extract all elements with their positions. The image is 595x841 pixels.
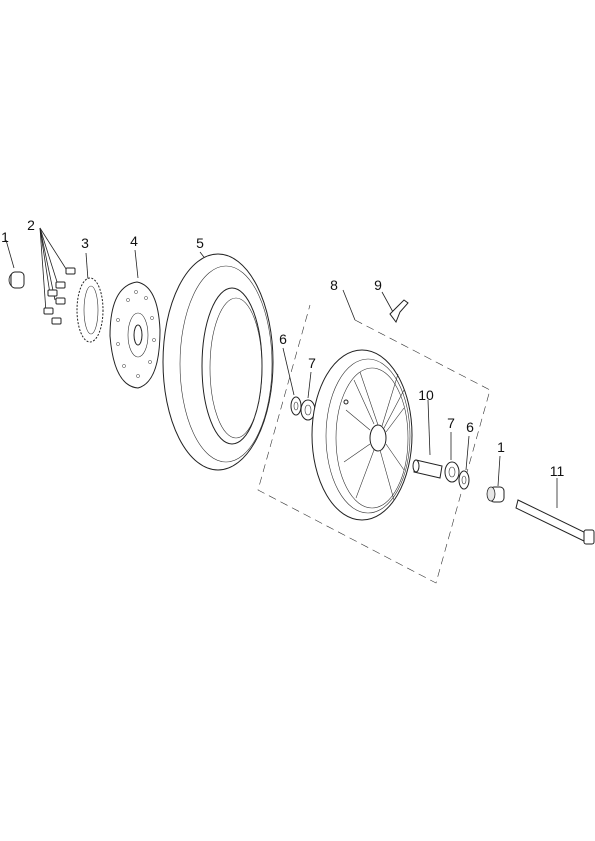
callout-9: 9: [374, 277, 382, 293]
callout-8: 8: [330, 277, 338, 293]
callout-5: 5: [196, 235, 204, 251]
callout-6-left: 6: [279, 331, 287, 347]
spacer-right: [486, 455, 505, 503]
callout-7-left: 7: [308, 355, 316, 371]
callout-4: 4: [130, 233, 138, 249]
seal-bearing-left: [282, 347, 316, 421]
wheel-rim: [311, 349, 413, 521]
callout-3: 3: [81, 235, 89, 251]
spacer-tube: [412, 399, 443, 479]
brake-disc: [109, 249, 161, 389]
abs-tone-ring: [76, 252, 104, 343]
callout-labels: 1 2 3 4 5 6 7 8 9 10 7 6 1 11: [1, 217, 564, 479]
callout-10: 10: [418, 387, 434, 403]
callout-6-right: 6: [466, 419, 474, 435]
callout-1-right: 1: [497, 439, 505, 455]
seal-bearing-right: [444, 432, 470, 490]
callout-2: 2: [27, 217, 35, 233]
callout-11: 11: [550, 463, 565, 479]
axle: [515, 478, 595, 545]
callout-7-right: 7: [447, 415, 455, 431]
spacer-left: [5, 239, 25, 289]
bolts: [39, 227, 76, 325]
wheel-assembly-box: [257, 289, 491, 584]
tyre-valve: [381, 291, 409, 324]
tyre: [162, 251, 274, 471]
callout-1-left: 1: [1, 229, 9, 245]
